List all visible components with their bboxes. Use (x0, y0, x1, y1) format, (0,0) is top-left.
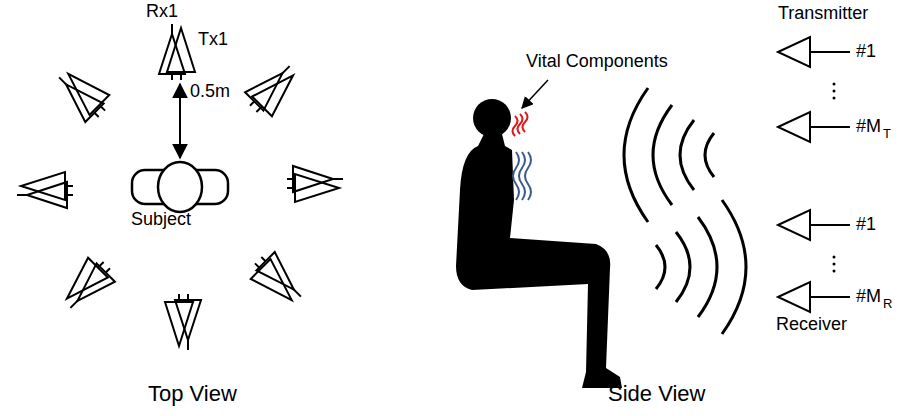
person-silhouette (456, 99, 622, 388)
subscript: T (883, 127, 891, 141)
component-label: Vital Components (526, 52, 668, 72)
antenna-ring (17, 24, 343, 350)
tx-waves (624, 88, 714, 222)
group-label: Receiver (776, 315, 847, 335)
respiration-waves (513, 152, 531, 200)
antenna-label: Tx1 (198, 30, 228, 50)
heartbeat-waves (513, 112, 528, 136)
rx-waves (656, 200, 746, 334)
channel-number: #1 (856, 215, 876, 235)
antenna-label: Rx1 (146, 2, 178, 22)
distance-label: 0.5m (190, 82, 230, 102)
subject-label: Subject (131, 210, 191, 230)
channel-number: #1 (856, 42, 876, 62)
view-caption: Top View (148, 382, 237, 406)
view-caption: Side View (608, 382, 705, 406)
subject-top (132, 162, 228, 212)
distance-arrow (179, 84, 181, 158)
channel-number: #M (856, 117, 881, 137)
array-antennas (778, 37, 850, 312)
channel-number: #M (856, 287, 881, 307)
leader-arrow (522, 80, 548, 108)
ellipsis-dots (833, 83, 836, 273)
group-label: Transmitter (778, 4, 868, 24)
subscript: R (883, 297, 892, 311)
